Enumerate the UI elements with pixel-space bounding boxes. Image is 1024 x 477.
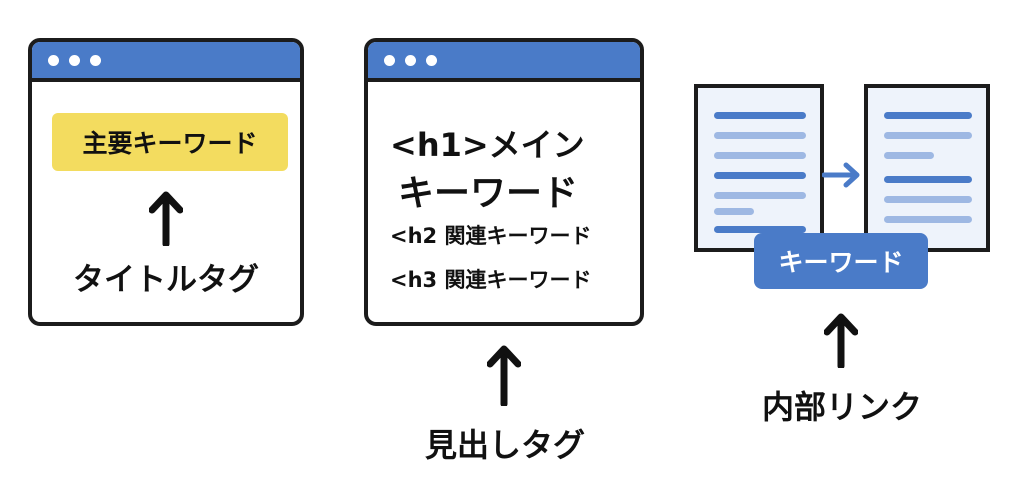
heading-tag-window: <h1>メイン キーワード <h2 関連キーワード <h3 関連キーワード [364,38,644,326]
keyword-link-pill: キーワード [754,233,928,289]
text-line [714,208,754,215]
text-line [884,112,972,119]
text-line [884,152,934,159]
text-line [714,112,806,119]
text-line [884,176,972,183]
window-dot-icon [69,54,80,66]
up-arrow-icon [149,191,183,246]
window-dot-icon [405,54,416,66]
heading-tag-label: 見出しタグ [424,426,585,464]
right-arrow-icon [822,162,860,188]
window-dot-icon [48,54,59,66]
h1-line-main: <h1>メイン [390,126,585,164]
text-line [884,132,972,139]
window-dot-icon [426,54,437,66]
h3-line: <h3 関連キーワード [390,268,592,292]
text-line [714,132,806,139]
text-line [714,172,806,179]
title-tag-label: タイトルタグ [73,262,259,298]
window-dot-icon [384,54,395,66]
window-titlebar [368,42,640,82]
up-arrow-icon [824,313,858,368]
up-arrow-icon [487,345,521,406]
source-page-document [694,84,824,252]
text-line [884,196,972,203]
text-line [714,152,806,159]
window-titlebar [32,42,300,82]
target-page-document [864,84,990,252]
text-line [714,192,806,199]
title-tag-window: 主要キーワード タイトルタグ [28,38,304,326]
window-dot-icon [90,54,101,66]
h2-line: <h2 関連キーワード [390,224,592,248]
internal-link-label: 内部リンク [761,388,922,426]
main-keyword-box: 主要キーワード [52,113,288,171]
h1-line-keyword: キーワード [398,173,579,214]
text-line [714,226,806,233]
text-line [884,216,972,223]
